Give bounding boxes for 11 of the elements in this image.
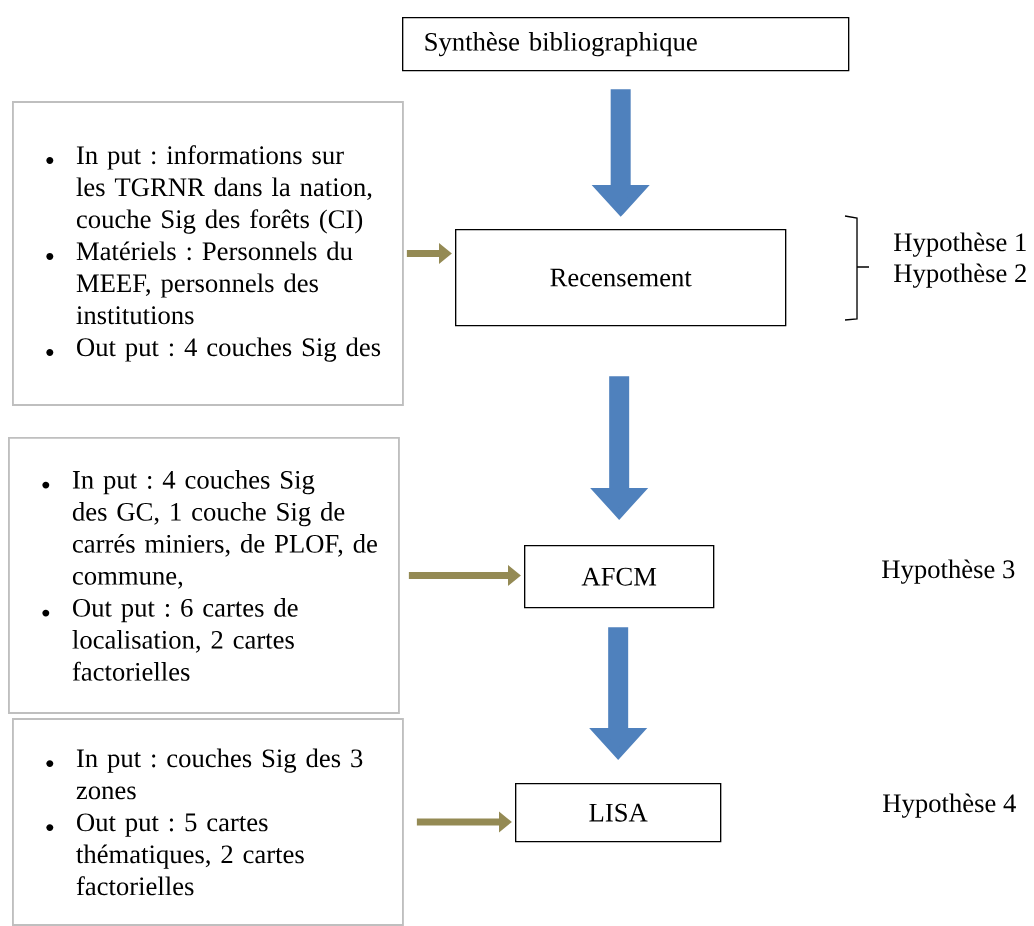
hypothesis-label: Hypothèse 3: [882, 559, 1015, 584]
input-list-box: In put : informations sur les TGRNR dans la nation, couche Sig des forêts (CI) Matériels : Personnels du MEEF, personnels des institutions Out put : 4 couches Sig des: [12, 101, 404, 406]
input-list-box: In put : couches Sig des 3 zones Out put : 5 cartes thématiques, 2 cartes factorielles: [12, 718, 404, 926]
process-box: LISA: [515, 783, 722, 843]
hypothesis-label: Hypothèse 1: [894, 232, 1026, 257]
hypothesis-label: Hypothèse 4: [883, 793, 1016, 818]
process-box: Recensement: [455, 229, 787, 327]
title-box: Synthèse bibliographique: [402, 17, 850, 72]
hypothesis-label: Hypothèse 2: [894, 263, 1026, 288]
process-box: AFCM: [524, 545, 715, 609]
input-list-box: In put : 4 couches Sig des GC, 1 couche Sig de carrés miniers, de PLOF, de commune, Out put : 6 cartes de localisation, 2 cartes factorielles: [8, 437, 400, 714]
